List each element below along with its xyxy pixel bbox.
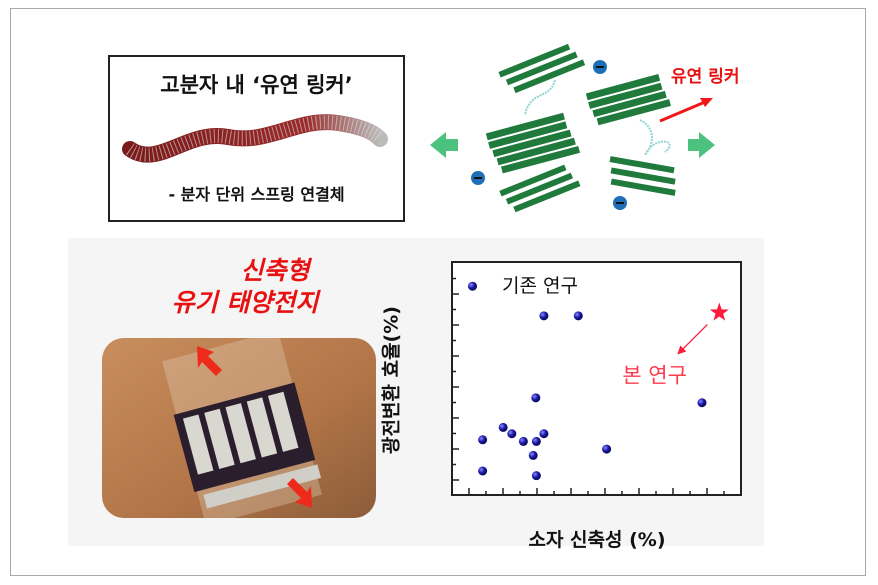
beta-sheet-stacks (485, 43, 676, 213)
linker-pointer-arrow (659, 98, 713, 123)
prior-study-point (531, 393, 541, 403)
figure-frame (10, 8, 866, 576)
stretch-arrow-down-icon (287, 478, 312, 508)
x-axis-label: 소자 신축성 (%) (528, 529, 666, 551)
device-title-line2: 유기 태양전지 (171, 288, 319, 317)
right-arrow-icon (688, 132, 715, 158)
polymer-worm-image (122, 114, 388, 163)
prior-study-point (518, 436, 528, 446)
y-axis-label: 광전변환 효율(%) (380, 306, 403, 454)
this-study-star (709, 302, 729, 321)
prior-study-point (697, 398, 707, 408)
linker-label: 유연 링커 (671, 67, 740, 87)
flexible-linker-box: 고분자 내 ‘유연 링커’ - 분자 단위 스프링 연결체 (108, 55, 405, 222)
device-title: 신축형 유기 태양전지 (120, 255, 370, 319)
prior-study-point (478, 466, 488, 476)
plot-area (451, 261, 742, 496)
box-title: 고분자 내 ‘유연 링커’ (160, 73, 353, 97)
prior-study-point (468, 281, 478, 291)
box-subtitle: - 분자 단위 스프링 연결체 (168, 185, 345, 204)
stretchable-solar-cell-photo (102, 338, 376, 518)
label-this-study: 본 연구 (622, 364, 687, 388)
negative-charge-icons (471, 60, 627, 210)
prior-study-point (602, 444, 612, 454)
molecule-diagram (430, 43, 715, 213)
prior-study-point (573, 311, 583, 321)
device-title-line1: 신축형 (240, 256, 310, 285)
prior-study-point (507, 429, 517, 439)
legend-prior-study: 기존 연구 (502, 275, 578, 297)
left-arrow-icon (430, 132, 458, 158)
this-study-arrow (680, 324, 708, 352)
scatter-plot: 기존 연구본 연구 (451, 261, 742, 496)
prior-study-point (531, 471, 541, 481)
prior-study-point (478, 435, 488, 445)
prior-study-point (498, 422, 508, 432)
stretch-arrow-up-icon (197, 346, 222, 376)
prior-study-point (528, 450, 538, 460)
prior-study-point (539, 311, 549, 321)
prior-study-point (539, 429, 549, 439)
prior-study-point (531, 436, 541, 446)
